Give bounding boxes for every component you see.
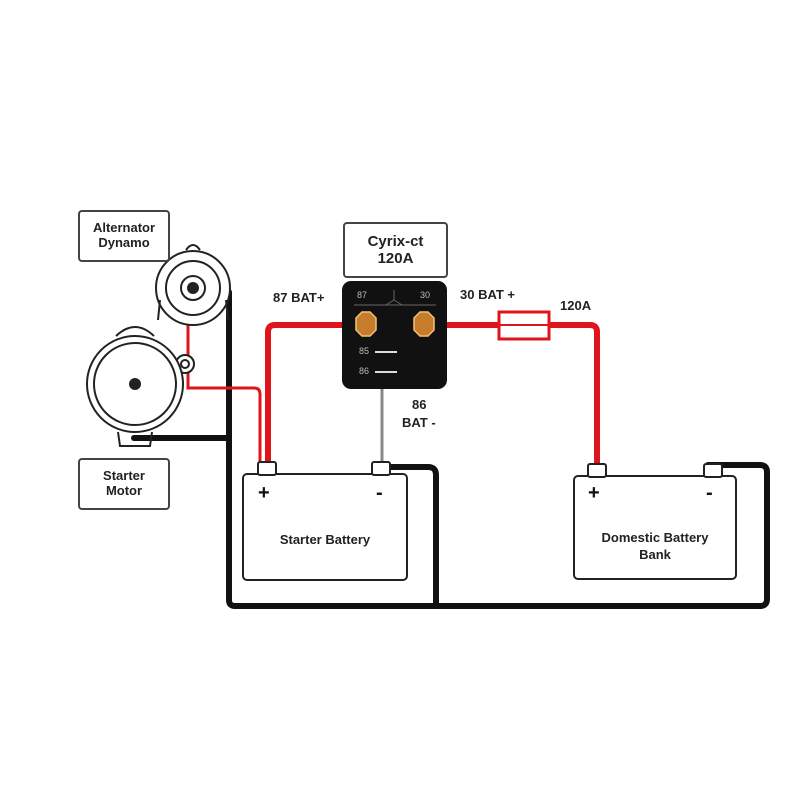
relay-terminal-87 (355, 311, 377, 337)
alternator-output-wire (186, 300, 262, 466)
domestic-battery-name: Domestic Battery Bank (574, 530, 736, 564)
relay-pin-85: 85 (359, 346, 370, 356)
alternator-ground-cable (226, 289, 770, 609)
starter-motor-drawing (86, 326, 184, 447)
starter-battery-name: Starter Battery (279, 532, 371, 547)
domestic-battery-minus: - (706, 482, 713, 504)
starter-positive-cable (265, 322, 367, 469)
starter-motor-label-line2: Motor (105, 483, 143, 498)
negative-cables (131, 289, 770, 609)
starter-battery-minus: - (376, 482, 383, 504)
relay-pin-87: 87 (357, 290, 368, 300)
fuse-rating-label: 120A (560, 298, 592, 313)
relay-name-line1: Cyrix-ct (367, 232, 424, 250)
cyrix-relay (342, 281, 447, 389)
alternator-label-line2: Dynamo (98, 235, 150, 250)
starter-battery-plus: + (258, 482, 270, 504)
positive-cables (265, 322, 600, 469)
relay-pin-86: 86 (359, 366, 370, 376)
domestic-positive-cable (421, 322, 600, 469)
terminal-30-label: 30 BAT + (460, 287, 516, 302)
starter-motor-label-box: Starter Motor (78, 458, 170, 510)
relay-pin-30: 30 (420, 290, 431, 300)
starter-negative-cable (377, 464, 439, 609)
terminal-86-number: 86 (412, 397, 427, 412)
domestic-battery-name-line2: Bank (639, 546, 671, 562)
domestic-battery-shape (573, 463, 737, 580)
terminal-87-label: 87 BAT+ (273, 290, 325, 305)
alternator-label-line1: Alternator (92, 220, 156, 236)
alternator-label-box: Alternator Dynamo (78, 210, 170, 262)
domestic-battery-plus: + (588, 482, 600, 504)
domestic-battery-name-line1: Domestic Battery (601, 530, 709, 545)
terminal-86-label: BAT - (402, 415, 436, 430)
relay-terminal-30 (413, 311, 435, 337)
starter-battery-shape (242, 461, 408, 581)
relay-name-box: Cyrix-ct 120A (343, 222, 448, 278)
starter-motor-label-line1: Starter (103, 468, 145, 484)
relay-name-line2: 120A (377, 250, 414, 267)
